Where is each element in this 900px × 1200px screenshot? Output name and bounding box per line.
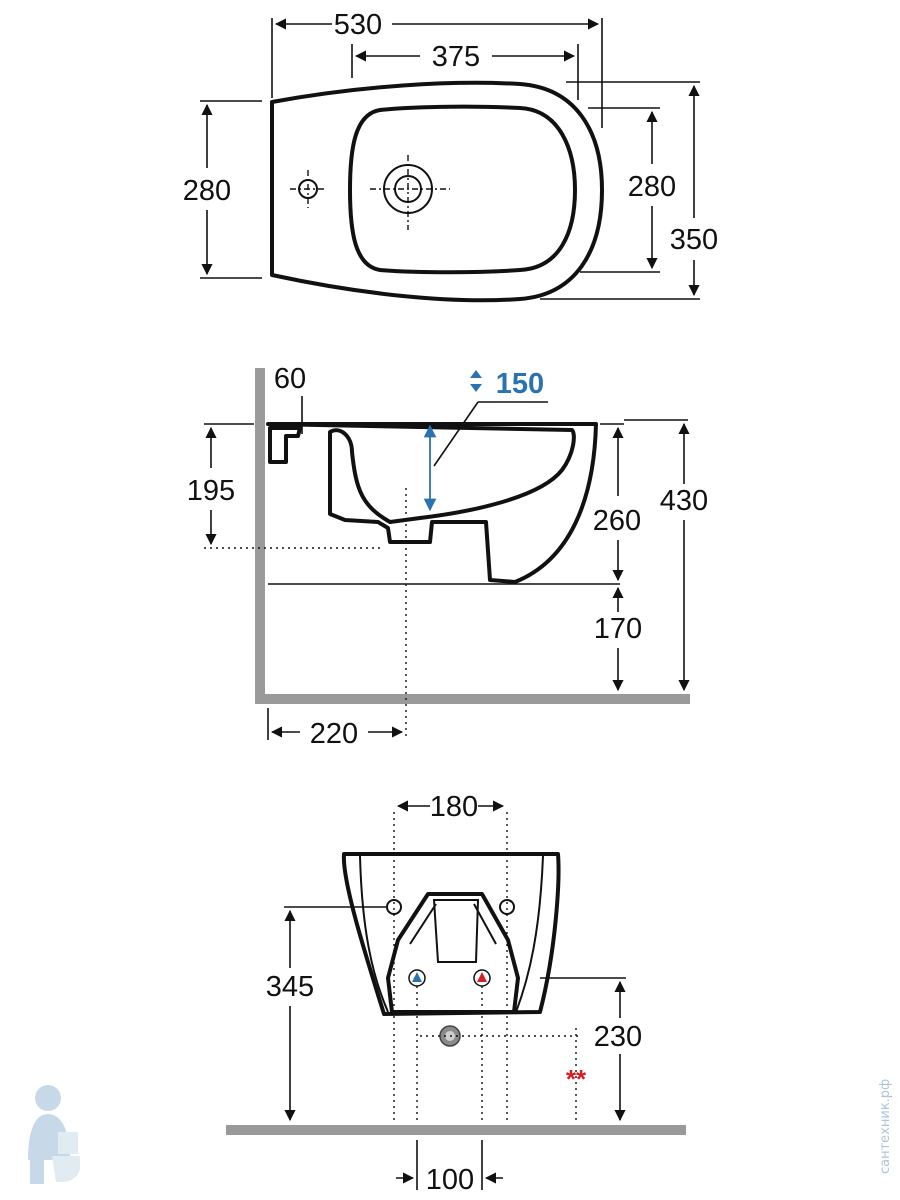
dim-150: 150 (496, 368, 544, 400)
wall (255, 368, 265, 704)
dim-195: 195 (187, 475, 235, 507)
dim-100: 100 (426, 1164, 474, 1196)
side-view: 60 150 195 260 170 430 220 (187, 363, 708, 750)
note-stars: ** (566, 1064, 587, 1094)
drain-hole (370, 155, 450, 230)
dim-530: 530 (334, 9, 382, 41)
dim-170: 170 (594, 613, 642, 645)
dim-280-right: 280 (628, 171, 676, 203)
dim-260: 260 (593, 505, 641, 537)
dim-60: 60 (274, 363, 306, 395)
hot-water-icon (473, 969, 491, 987)
rear-outline (341, 852, 561, 1016)
plumber-logo (28, 1085, 80, 1184)
top-view: 530 375 280 280 350 (183, 9, 718, 303)
floor-side (255, 694, 690, 704)
top-basin (348, 104, 577, 275)
dim-280-left: 280 (183, 175, 231, 207)
dim-375: 375 (432, 41, 480, 73)
dim-180: 180 (430, 791, 478, 823)
rear-recess (386, 892, 520, 1014)
side-profile (268, 426, 302, 464)
dim-350: 350 (670, 224, 718, 256)
floor-rear (226, 1125, 686, 1135)
tap-hole (290, 170, 326, 208)
rear-view: 180 345 230 ** 100 (226, 791, 686, 1196)
up-down-icon (470, 370, 482, 392)
top-outline (270, 80, 604, 303)
dim-430: 430 (660, 485, 708, 517)
dim-230: 230 (594, 1021, 642, 1053)
side-bowl (266, 422, 598, 584)
dim-220: 220 (310, 718, 358, 750)
cold-water-icon (408, 969, 426, 987)
dim-345: 345 (266, 971, 314, 1003)
watermark-text: сантехник.рф (878, 1079, 893, 1174)
